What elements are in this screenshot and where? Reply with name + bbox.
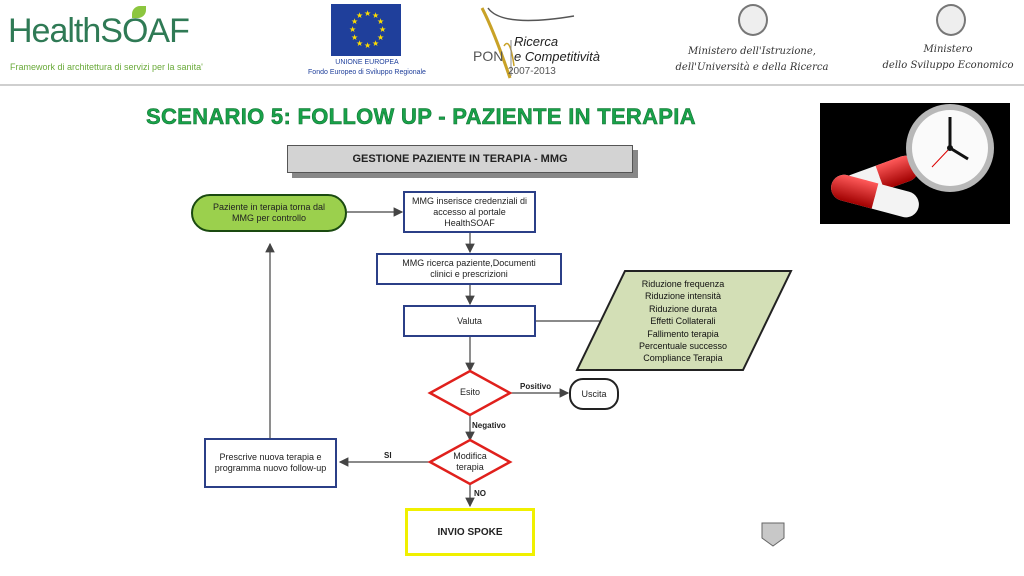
flow-step-valuta: Valuta: [403, 305, 536, 337]
flow-step-search: MMG ricerca paziente,Documenti clinici e…: [376, 253, 562, 285]
healthsoaf-logo: HealthSOAF: [8, 12, 190, 50]
header-bar: [0, 0, 1024, 86]
logo-subtitle: Framework di architettura di servizi per…: [10, 62, 203, 72]
svg-text:★: ★: [372, 11, 379, 20]
criteria-item: Percentuale successo: [638, 341, 728, 352]
eu-flag-icon: ★★★★ ★★★★ ★★★★: [331, 4, 401, 56]
svg-text:★: ★: [356, 39, 363, 48]
pon-competitivita: e Competitività: [514, 49, 600, 64]
leaf-icon: [132, 6, 146, 18]
svg-text:★: ★: [379, 25, 386, 34]
svg-text:★: ★: [356, 11, 363, 20]
decision-esito-label: Esito: [459, 387, 480, 397]
svg-text:★: ★: [351, 17, 358, 26]
italy-emblem-icon: [936, 4, 966, 36]
svg-text:★: ★: [372, 39, 379, 48]
miur-line2: dell'Università e della Ricerca: [675, 62, 829, 73]
eu-label: UNIONE EUROPEA: [335, 59, 399, 66]
criteria-item: Riduzione durata: [648, 303, 718, 314]
criteria-item: Riduzione frequenza: [641, 279, 725, 289]
next-slide-icon[interactable]: [761, 522, 785, 547]
svg-text:★: ★: [377, 33, 384, 42]
decision-modifica: [427, 438, 513, 486]
mise-line2: dello Sviluppo Economico: [882, 60, 1014, 71]
flow-header: GESTIONE PAZIENTE IN TERAPIA - MMG: [287, 145, 633, 173]
criteria-item: Fallimento terapia: [647, 328, 719, 339]
svg-text:★: ★: [351, 33, 358, 42]
pon-ricerca: Ricerca: [514, 34, 559, 49]
edge-no: NO: [474, 489, 486, 498]
svg-text:★: ★: [377, 17, 384, 26]
flow-prescribe: Prescrive nuova terapia e programma nuov…: [204, 438, 337, 488]
edge-positivo: Positivo: [520, 382, 552, 391]
flow-step-credentials: MMG inserisce credenziali di accesso al …: [403, 191, 536, 233]
decision-modifica-label: Modifica terapia: [453, 451, 487, 472]
criteria-item: Effetti Collaterali: [650, 316, 716, 327]
svg-text:★: ★: [364, 41, 371, 50]
flow-end: INVIO SPOKE: [405, 508, 535, 556]
criteria-list: Riduzione frequenza Riduzione intensità …: [616, 278, 750, 365]
mise-line1: Ministero: [923, 44, 973, 55]
criteria-item: Compliance Terapia: [643, 353, 723, 364]
clock-pills-image: [820, 103, 1010, 224]
pon-label: PON: [473, 48, 504, 64]
edge-negativo: Negativo: [472, 421, 506, 430]
pon-years: 2007-2013: [508, 66, 556, 77]
decision-esito: [427, 369, 513, 417]
svg-text:★: ★: [349, 25, 356, 34]
svg-text:★: ★: [364, 9, 371, 18]
edge-si: SI: [384, 451, 392, 460]
criteria-parallelogram: [575, 270, 793, 371]
pon-logo-icon: [474, 6, 604, 80]
flow-exit: Uscita: [569, 378, 619, 410]
criteria-item: Riduzione intensità: [644, 291, 722, 302]
flow-start: Paziente in terapia torna dal MMG per co…: [191, 194, 347, 232]
eu-fund-label: Fondo Europeo di Sviluppo Regionale: [308, 69, 426, 76]
miur-line1: Ministero dell'Istruzione,: [688, 46, 816, 57]
page-title: SCENARIO 5: FOLLOW UP - PAZIENTE IN TERA…: [146, 104, 696, 130]
header-divider: [0, 84, 1024, 86]
italy-emblem-icon: [738, 4, 768, 36]
